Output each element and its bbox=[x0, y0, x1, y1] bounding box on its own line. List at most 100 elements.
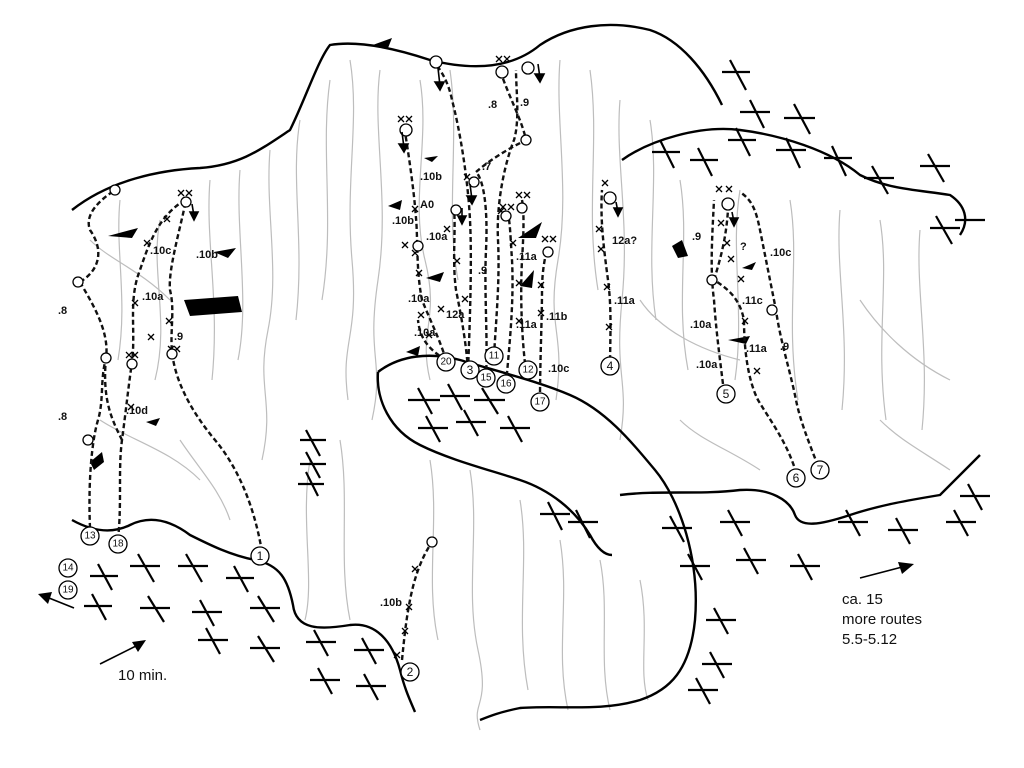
grade-label: .10c bbox=[150, 245, 171, 257]
more-routes-line2: more routes bbox=[842, 611, 922, 628]
grade-label: .10a bbox=[426, 231, 448, 243]
grade-label: .9 bbox=[692, 231, 701, 243]
route-line-3 bbox=[452, 209, 470, 371]
route-line-6 bbox=[713, 278, 796, 467]
anchors bbox=[72, 55, 778, 548]
route-line-3-top bbox=[435, 63, 473, 371]
grade-label: .9 bbox=[174, 331, 183, 343]
grade-label: A0 bbox=[420, 199, 434, 211]
route-number-19: 19 bbox=[58, 580, 78, 600]
route-number-11: 11 bbox=[484, 346, 504, 366]
grade-label: .10a bbox=[408, 293, 430, 305]
svg-text:15: 15 bbox=[480, 373, 492, 384]
approach-arrow: 10 min. bbox=[99, 640, 167, 684]
route-number-1: 1 bbox=[250, 546, 270, 566]
grade-label: .9 bbox=[780, 341, 789, 353]
approach-time: 10 min. bbox=[118, 667, 167, 684]
svg-text:13: 13 bbox=[84, 531, 96, 542]
grade-label: .11a bbox=[746, 343, 768, 355]
svg-text:14: 14 bbox=[62, 563, 74, 574]
grade-label: .11b bbox=[546, 311, 568, 323]
svg-text:2: 2 bbox=[407, 665, 414, 679]
grade-label: .10d bbox=[126, 405, 148, 417]
route-line-1 bbox=[168, 199, 264, 553]
route-number-3: 3 bbox=[460, 360, 480, 380]
grade-label: .10b bbox=[196, 249, 218, 261]
svg-text:12: 12 bbox=[522, 365, 534, 376]
grade-label: 12a bbox=[446, 309, 465, 321]
route-line-20 bbox=[402, 125, 448, 361]
svg-text:6: 6 bbox=[793, 471, 800, 485]
route-numbers: 1 2 3 4 5 6 7 11 12 13 14 15 16 17 18 19… bbox=[58, 346, 830, 682]
svg-text:4: 4 bbox=[607, 359, 614, 373]
svg-text:3: 3 bbox=[467, 363, 474, 377]
route-number-12: 12 bbox=[518, 360, 538, 380]
route-lines bbox=[78, 63, 820, 661]
route-line-17 bbox=[538, 248, 550, 401]
route-line-13 bbox=[78, 281, 108, 529]
grade-label: .10c bbox=[770, 247, 791, 259]
more-routes-note: ca. 15 more routes 5.5-5.12 bbox=[842, 591, 922, 648]
svg-text:5: 5 bbox=[723, 387, 730, 401]
grade-label: .10a bbox=[690, 319, 712, 331]
route-number-2: 2 bbox=[400, 662, 420, 682]
svg-text:20: 20 bbox=[440, 357, 452, 368]
route-line-5-b bbox=[712, 209, 730, 281]
grade-label: ? bbox=[740, 241, 747, 253]
rock-features bbox=[90, 38, 756, 470]
more-routes-line1: ca. 15 bbox=[842, 591, 883, 608]
route-number-20: 20 bbox=[436, 352, 456, 372]
route-number-14: 14 bbox=[58, 558, 78, 578]
grade-label: .11a bbox=[516, 251, 538, 263]
svg-text:18: 18 bbox=[112, 539, 124, 550]
grade-label: .9 bbox=[478, 265, 487, 277]
route-number-15: 15 bbox=[476, 368, 496, 388]
route-number-7: 7 bbox=[810, 460, 830, 480]
grade-label: .8 bbox=[58, 411, 67, 423]
route-line-7 bbox=[739, 191, 820, 467]
bolts bbox=[127, 173, 761, 659]
grade-label: .10b bbox=[420, 171, 442, 183]
trees bbox=[84, 59, 990, 705]
route-line-18-left bbox=[103, 357, 124, 441]
route-line-13-upper bbox=[79, 189, 116, 284]
route-number-5: 5 bbox=[716, 384, 736, 404]
route-number-16: 16 bbox=[496, 374, 516, 394]
grade-label: .10a bbox=[142, 291, 164, 303]
grade-label: .8 bbox=[58, 305, 67, 317]
grade-label: .10b bbox=[392, 215, 414, 227]
grade-label: .11a bbox=[614, 295, 636, 307]
grade-label: .10c bbox=[548, 363, 569, 375]
route-number-18: 18 bbox=[108, 534, 128, 554]
route-line-16 bbox=[504, 211, 514, 385]
route-number-4: 4 bbox=[600, 356, 620, 376]
route-number-17: 17 bbox=[530, 392, 550, 412]
svg-text:11: 11 bbox=[489, 351, 500, 362]
route-line-12 bbox=[520, 199, 528, 373]
route-line-4 bbox=[600, 189, 612, 369]
grade-label: .11c bbox=[742, 295, 763, 307]
route-line-5 bbox=[710, 199, 726, 393]
grade-label: .10a bbox=[414, 327, 436, 339]
route-line-15 bbox=[475, 171, 488, 379]
rock-texture bbox=[89, 59, 951, 731]
grade-label: 12a? bbox=[612, 235, 637, 247]
grade-label: .8 bbox=[488, 99, 497, 111]
route-number-6: 6 bbox=[786, 468, 806, 488]
grade-label: .9 bbox=[520, 97, 529, 109]
grade-labels: .8 .8 .10c .10b .10a .9 .10d .8 .9 .7 .1… bbox=[58, 97, 791, 609]
route-line-11 bbox=[492, 69, 519, 357]
svg-text:19: 19 bbox=[62, 585, 74, 596]
left-arrow bbox=[38, 592, 75, 609]
route-line-11-b bbox=[475, 69, 528, 173]
route-number-13: 13 bbox=[80, 526, 100, 546]
grade-label: .10b bbox=[380, 597, 402, 609]
more-routes-arrow bbox=[859, 562, 914, 579]
direction-arrows bbox=[188, 63, 740, 228]
svg-text:17: 17 bbox=[534, 397, 546, 408]
more-routes-line3: 5.5-5.12 bbox=[842, 631, 897, 648]
grade-label: .10a bbox=[696, 359, 718, 371]
svg-text:1: 1 bbox=[257, 549, 264, 563]
svg-text:7: 7 bbox=[817, 463, 824, 477]
